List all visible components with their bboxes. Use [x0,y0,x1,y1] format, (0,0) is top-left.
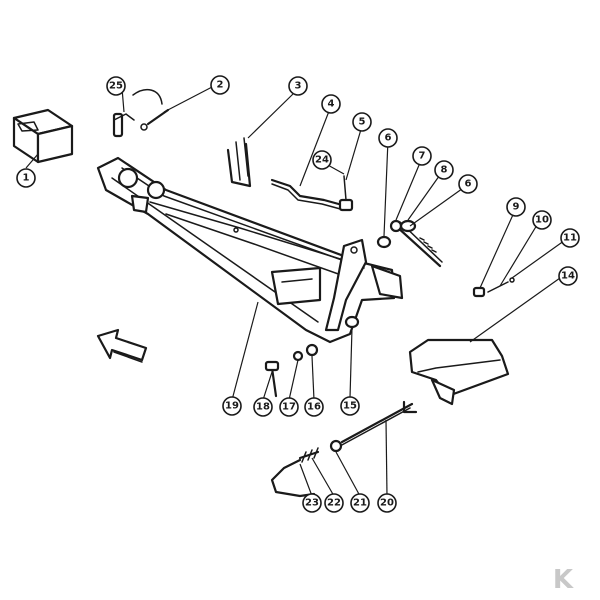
callout-24-label: 24 [315,155,329,166]
callout-2: 2 [210,75,230,95]
callout-16: 16 [304,397,324,417]
callout-22-label: 22 [327,498,341,509]
callout-10: 10 [532,210,552,230]
callout-6-second: 6 [458,174,478,194]
part-20-23-rod-assembly [270,400,418,498]
callout-5: 5 [352,112,372,132]
watermark-letter: K [553,565,574,595]
part-4-bent-rod [270,178,348,211]
callout-6-label: 6 [385,133,392,144]
callout-25-label: 25 [109,81,123,92]
part-16-17-18-bolt-set [264,343,319,398]
direction-arrow [96,328,148,363]
callout-20-label: 20 [380,498,394,509]
callout-18: 18 [253,397,273,417]
callout-6: 6 [378,128,398,148]
callout-16-label: 16 [307,402,321,413]
callout-3: 3 [288,76,308,96]
callout-3-label: 3 [295,81,302,92]
callout-7: 7 [412,146,432,166]
callout-7-label: 7 [419,151,426,162]
callout-15-label: 15 [343,401,357,412]
callout-23: 23 [302,493,322,513]
part-19-drawbar-frame [96,156,404,344]
callout-25: 25 [106,76,126,96]
callout-21: 21 [350,493,370,513]
callout-21-label: 21 [353,498,367,509]
callout-24: 24 [312,150,332,170]
callout-19: 19 [222,396,242,416]
callout-19-label: 19 [225,401,239,412]
callout-11-label: 11 [563,233,577,244]
part-24-5-bolt [338,175,354,212]
callout-5-label: 5 [359,117,366,128]
callout-15: 15 [340,396,360,416]
callout-6-second-label: 6 [465,179,472,190]
callout-14-label: 14 [561,271,575,282]
callout-4: 4 [321,94,341,114]
callout-8-label: 8 [441,165,448,176]
callout-8: 8 [434,160,454,180]
callout-22: 22 [324,493,344,513]
callout-11: 11 [560,228,580,248]
part-2-pin [140,108,170,131]
callout-18-label: 18 [256,402,270,413]
part-6-7-8-washers-bolt [376,219,443,268]
callout-17: 17 [279,397,299,417]
part-14-deflector-plate [408,338,510,406]
callout-2-label: 2 [217,80,224,91]
callout-23-label: 23 [305,498,319,509]
part-25-spring-clip [112,88,163,138]
part-15-nut [344,315,360,329]
callout-4-label: 4 [328,99,335,110]
callout-14: 14 [558,266,578,286]
callout-10-label: 10 [535,215,549,226]
callout-17-label: 17 [282,402,296,413]
brand-watermark-logo: K [548,565,578,595]
callout-1: 1 [16,168,36,188]
callout-9: 9 [506,197,526,217]
callout-20: 20 [377,493,397,513]
callout-1-label: 1 [23,173,30,184]
callout-leader-lines [25,85,569,497]
callout-9-label: 9 [513,202,520,213]
part-3-u-bracket [226,137,252,188]
part-1-box [12,108,74,164]
